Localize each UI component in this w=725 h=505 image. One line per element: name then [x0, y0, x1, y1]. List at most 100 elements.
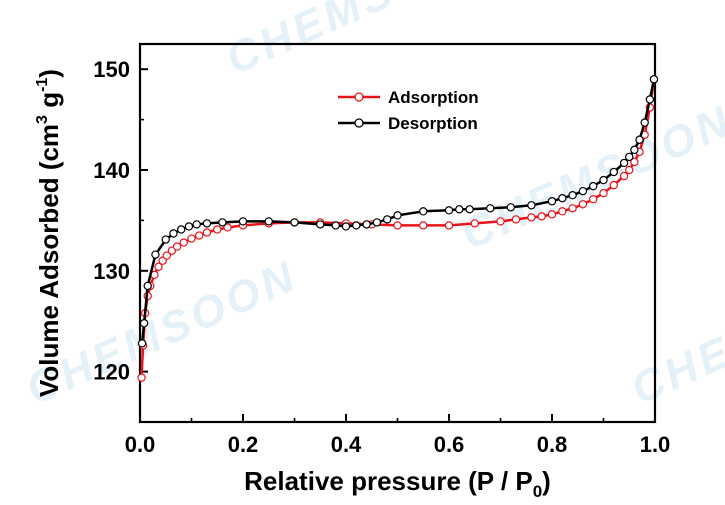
data-point-adsorption — [619, 171, 629, 181]
data-point-adsorption — [179, 238, 188, 247]
y-axis-title-mid: g — [34, 92, 64, 115]
data-point-adsorption — [599, 188, 608, 198]
legend-label-desorption: Desorption — [388, 114, 478, 133]
data-point-desorption — [362, 220, 371, 229]
data-point-desorption — [143, 281, 152, 291]
watermark-text: CHEMSOON — [624, 251, 725, 414]
data-point-adsorption — [187, 234, 196, 243]
data-point-adsorption — [558, 207, 567, 216]
data-point-desorption — [341, 222, 351, 231]
y-tick-label: 150 — [93, 57, 130, 82]
data-point-desorption — [649, 75, 659, 84]
data-point-adsorption — [578, 200, 588, 209]
x-tick-label: 1.0 — [640, 432, 671, 457]
data-point-desorption — [568, 190, 577, 200]
data-point-desorption — [527, 201, 536, 210]
data-point-desorption — [202, 219, 212, 228]
y-axis-title: Volume Adsorbed (cm3 g-1) — [34, 69, 64, 397]
x-tick-label: 0.6 — [434, 432, 465, 457]
y-tick-label: 140 — [93, 158, 130, 183]
data-point-desorption — [625, 152, 634, 162]
x-tick-label: 0.2 — [228, 432, 259, 457]
data-point-desorption — [192, 220, 201, 229]
axis-tick-labels: 0.0 0.2 0.4 0.6 0.8 1.0 120 130 140 150 — [93, 57, 670, 457]
data-point-desorption — [161, 235, 170, 244]
data-point-desorption — [465, 205, 474, 214]
data-point-desorption — [137, 339, 147, 348]
data-point-desorption — [264, 217, 273, 226]
data-point-desorption — [393, 211, 402, 220]
data-point-adsorption — [537, 212, 546, 221]
data-point-desorption — [290, 218, 299, 227]
data-point-desorption — [444, 206, 454, 215]
data-point-desorption — [619, 158, 629, 168]
data-point-desorption — [352, 221, 361, 230]
x-tick-label: 0.4 — [331, 432, 362, 457]
data-point-adsorption — [202, 228, 212, 237]
data-point-adsorption — [496, 217, 505, 226]
data-point-adsorption — [195, 231, 204, 240]
legend: Adsorption Desorption — [338, 88, 479, 133]
y-axis-title-sup1: 3 — [34, 115, 51, 124]
data-point-adsorption — [393, 221, 402, 230]
legend-marker-adsorption — [354, 92, 364, 102]
data-point-adsorption — [154, 262, 163, 271]
x-axis-title-sub: 0 — [533, 482, 542, 501]
data-point-adsorption — [547, 210, 557, 219]
y-tick-label: 130 — [93, 259, 130, 284]
data-point-adsorption — [625, 165, 634, 175]
x-axis-title: Relative pressure (P / P0) — [244, 466, 551, 501]
data-point-desorption — [184, 222, 194, 231]
data-point-desorption — [316, 220, 325, 229]
data-point-adsorption — [589, 195, 598, 204]
data-point-adsorption — [568, 204, 577, 213]
data-point-desorption — [635, 135, 644, 144]
data-point-desorption — [176, 225, 186, 234]
data-point-adsorption — [609, 180, 619, 190]
data-point-desorption — [218, 218, 227, 227]
data-point-desorption — [578, 186, 588, 196]
legend-marker-desorption — [354, 118, 364, 128]
x-axis-title-main: Relative pressure (P / P — [244, 466, 533, 496]
series-layer — [137, 75, 659, 382]
data-point-adsorption — [223, 223, 232, 232]
data-point-desorption — [589, 181, 598, 191]
data-point-desorption — [419, 207, 428, 216]
data-point-desorption — [506, 203, 515, 212]
data-point-adsorption — [213, 225, 222, 234]
y-axis-title-main: Volume Adsorbed (cm — [34, 124, 64, 397]
data-point-desorption — [151, 250, 160, 259]
x-tick-label: 0.0 — [125, 432, 156, 457]
data-point-desorption — [486, 204, 495, 213]
data-point-adsorption — [137, 373, 146, 382]
data-point-adsorption — [527, 213, 536, 222]
data-point-adsorption — [172, 242, 182, 251]
data-point-desorption — [372, 218, 382, 227]
data-point-desorption — [645, 95, 655, 104]
data-point-desorption — [609, 167, 619, 177]
y-tick-label: 120 — [93, 360, 130, 385]
legend-label-adsorption: Adsorption — [388, 88, 479, 107]
data-point-adsorption — [630, 157, 639, 167]
data-point-desorption — [455, 205, 464, 214]
watermark-text: CHEMSOON — [219, 0, 505, 84]
data-point-desorption — [640, 118, 649, 127]
series-desorption — [137, 75, 659, 348]
y-axis-title-end: ) — [34, 69, 64, 78]
x-axis-title-end: ) — [542, 466, 551, 496]
data-point-adsorption — [419, 221, 428, 230]
x-tick-label: 0.8 — [537, 432, 568, 457]
data-point-desorption — [547, 197, 557, 206]
data-point-desorption — [331, 221, 340, 230]
data-point-desorption — [139, 319, 149, 328]
y-axis-title-sup2: -1 — [34, 78, 51, 92]
data-point-adsorption — [511, 215, 521, 224]
data-point-desorption — [238, 217, 248, 226]
data-point-adsorption — [470, 219, 479, 228]
data-point-adsorption — [162, 251, 171, 260]
watermark-text: CHEMSOON — [454, 96, 725, 259]
data-point-desorption — [383, 215, 392, 224]
data-point-desorption — [169, 229, 178, 238]
data-point-desorption — [558, 194, 567, 203]
